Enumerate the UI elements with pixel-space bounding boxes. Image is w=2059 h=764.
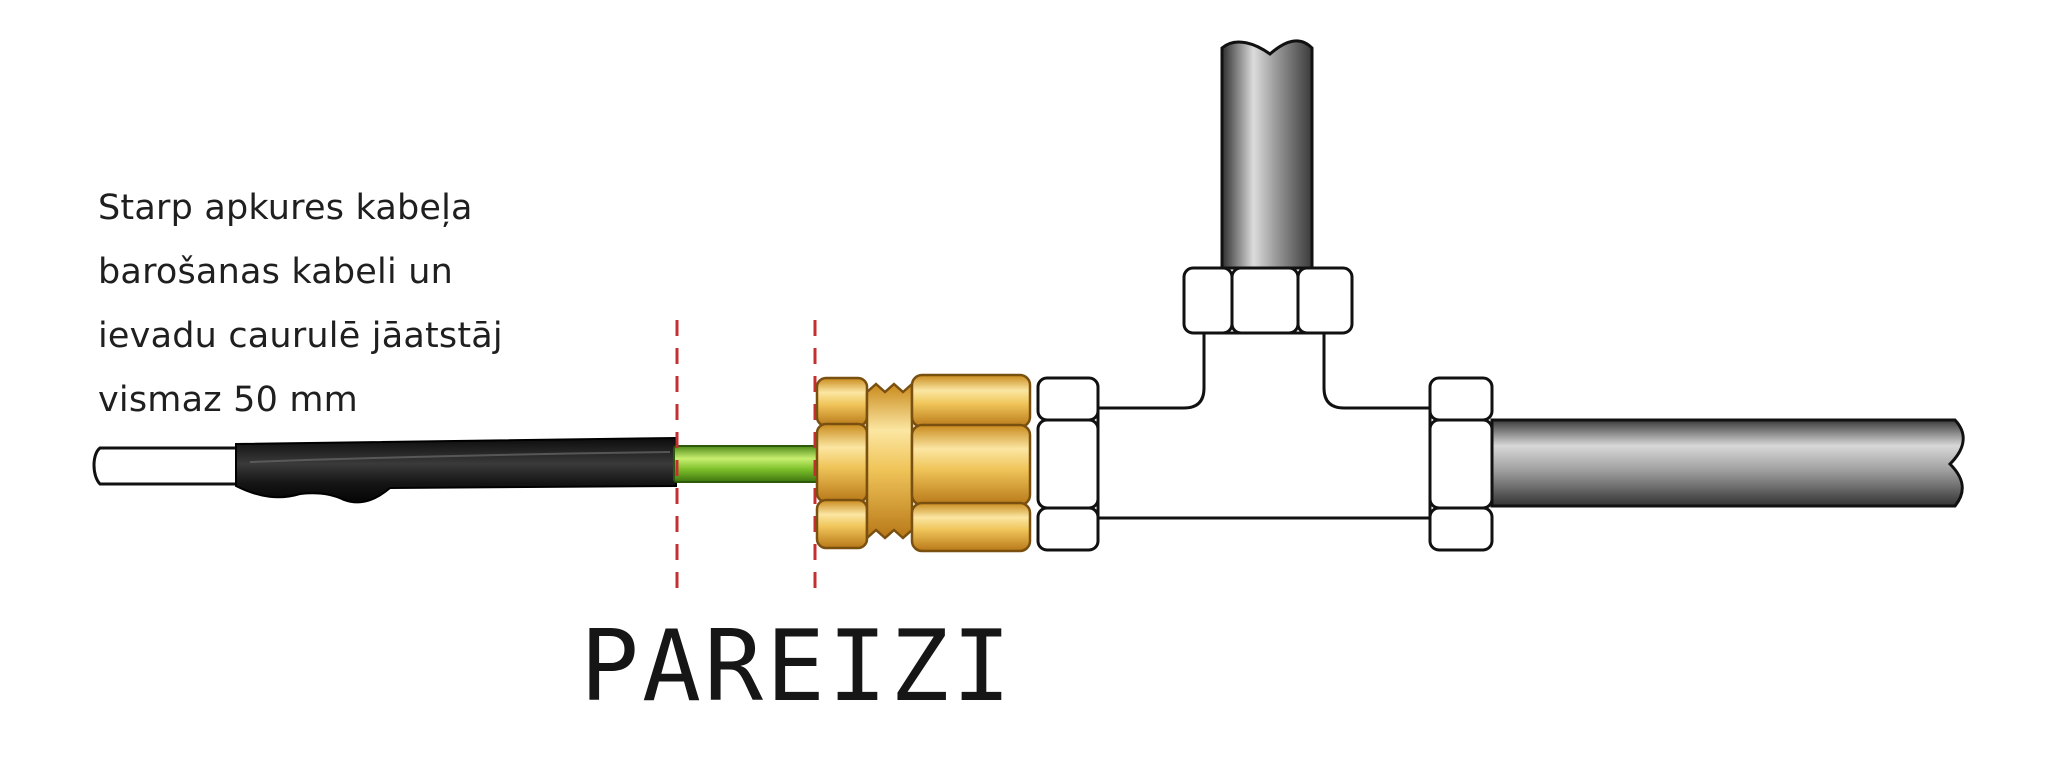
brass-cable-gland <box>815 373 1032 553</box>
note-line-4: vismaz 50 mm <box>98 380 358 420</box>
heating-cable-end <box>92 446 242 486</box>
vertical-pipe <box>1220 39 1314 270</box>
horizontal-pipe <box>1490 418 1965 508</box>
tee-left-nut <box>1036 376 1100 552</box>
tee-top-nut <box>1182 266 1354 335</box>
verdict-label: PAREIZI <box>580 610 1015 724</box>
note-line-3: ievadu caurulē jāatstāj <box>98 316 503 356</box>
green-inner-wire <box>673 445 821 483</box>
note-line-2: barošanas kabeli un <box>98 252 453 292</box>
black-cable-sheath <box>235 436 677 504</box>
note-line-1: Starp apkures kabeļa <box>98 188 473 228</box>
tee-body <box>1096 331 1432 520</box>
tee-right-nut <box>1428 376 1494 552</box>
